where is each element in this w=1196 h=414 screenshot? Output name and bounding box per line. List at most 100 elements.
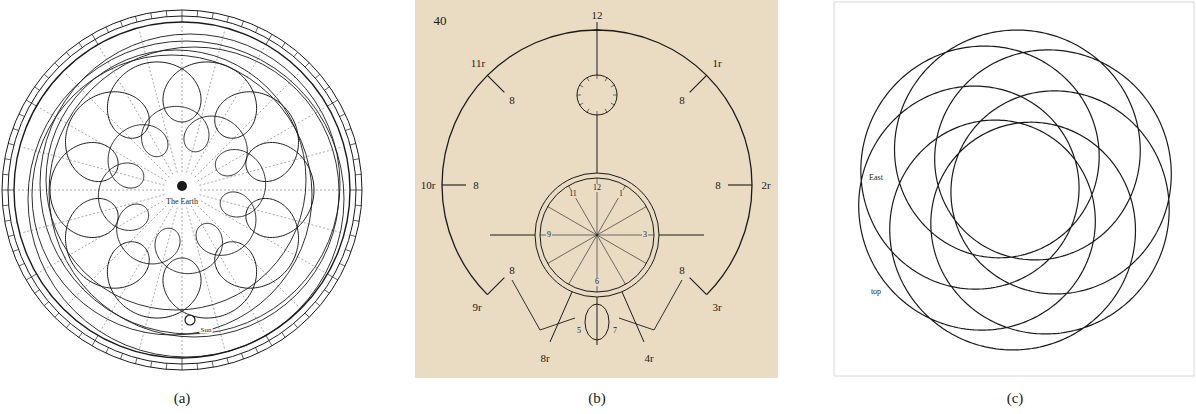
small-dial-tick [611,85,614,87]
dial-spoke [597,207,646,236]
figure-label: 9r [471,302,482,313]
hour-spoke [690,278,707,295]
dial-spoke [597,235,646,264]
dial-ring [535,173,659,297]
figure-label: 10r [420,180,437,191]
panel-caption: (c) [1006,391,1025,406]
figure-label: 12 [592,184,602,192]
outer-ring [14,22,350,358]
ring-tick [227,16,229,22]
sun-symbol [185,315,195,325]
earth-symbol [177,181,187,191]
figure-label: 40 [433,14,448,27]
figure-label: 1 [618,190,624,198]
figure-label: 5 [576,327,582,335]
ring-tick [44,74,49,78]
ring-tick [346,128,352,130]
figure-label: 3 [642,231,648,239]
ring-tick [197,363,199,369]
ring-tick [92,34,98,44]
ring-tick [350,235,356,237]
ring-tick [106,27,109,32]
figure-label: 9 [546,231,552,239]
hour-spoke [690,75,707,92]
sight-line [199,147,342,185]
sight-line [187,207,225,350]
eccentric-circle [49,47,339,337]
ring-tick [182,10,183,22]
ring-tick [355,205,361,207]
dial-spoke [569,186,598,235]
ring-tick [315,302,320,306]
ring-tick [55,63,59,67]
ring-tick [327,100,337,106]
figure-label: The Earth [165,198,199,206]
figure-label: 4r [643,353,654,364]
figure-label: top [870,288,882,296]
ring-tick [256,27,259,32]
ring-tick [340,114,345,117]
ring-tick [19,114,24,117]
ring-tick [151,361,152,367]
small-dial-tick [597,111,598,115]
sight-line [200,190,348,191]
ring-tick [151,13,152,19]
ring-tick [106,348,109,353]
eccentric-circle [40,34,340,334]
sight-line [65,203,170,308]
ring-tick [242,21,244,27]
small-dial-tick [587,78,589,81]
small-dial [577,75,617,115]
sight-line [195,73,300,178]
sight-line [99,206,173,334]
figure-label: 8 [472,180,480,191]
ring-tick [353,220,359,221]
ring-tick [8,235,14,237]
small-dial-tick [605,78,607,81]
ring-tick [5,159,11,160]
loop-path [98,106,265,273]
figure-label: 8r [539,353,550,364]
ring-tick [19,264,24,267]
ring-tick [305,313,309,317]
ring-tick [13,250,19,252]
ring-tick [66,52,70,57]
ring-tick [135,358,137,364]
ring-tick [197,11,199,17]
ring-tick [294,323,298,328]
figure-label: 1r [711,58,722,69]
panel-b-figure [442,22,752,345]
dial-spoke [597,235,626,284]
ring-tick [266,34,272,44]
figure-label: 8 [508,95,516,106]
hour-spoke [487,75,504,92]
panel-caption: (a) [173,391,192,406]
dial-spoke [597,186,626,235]
bottom-oval [585,304,609,340]
hour-spoke [487,278,504,295]
hour-spoke [442,184,466,185]
orbit-trace [859,30,1172,350]
ring-tick [315,74,320,78]
ring-tick [26,100,36,106]
ring-tick [55,313,59,317]
figure-label: East [868,174,884,182]
small-dial-tick [580,103,583,105]
small-dial-tick [597,75,598,79]
small-dial-tick [587,109,589,112]
ring-tick [212,361,213,367]
sight-line [65,73,170,178]
dial-spoke [548,235,597,264]
ring-tick [282,43,285,48]
figure-label: Sun [200,327,213,334]
dial-ring [540,178,654,292]
ring-tick [340,264,345,267]
ring-tick [120,21,122,27]
figure-label: 11r [470,58,486,69]
ring-tick [135,16,137,22]
outer-ring [2,10,362,370]
figure-label: 12 [591,10,604,21]
panel-a-figure [2,10,362,370]
